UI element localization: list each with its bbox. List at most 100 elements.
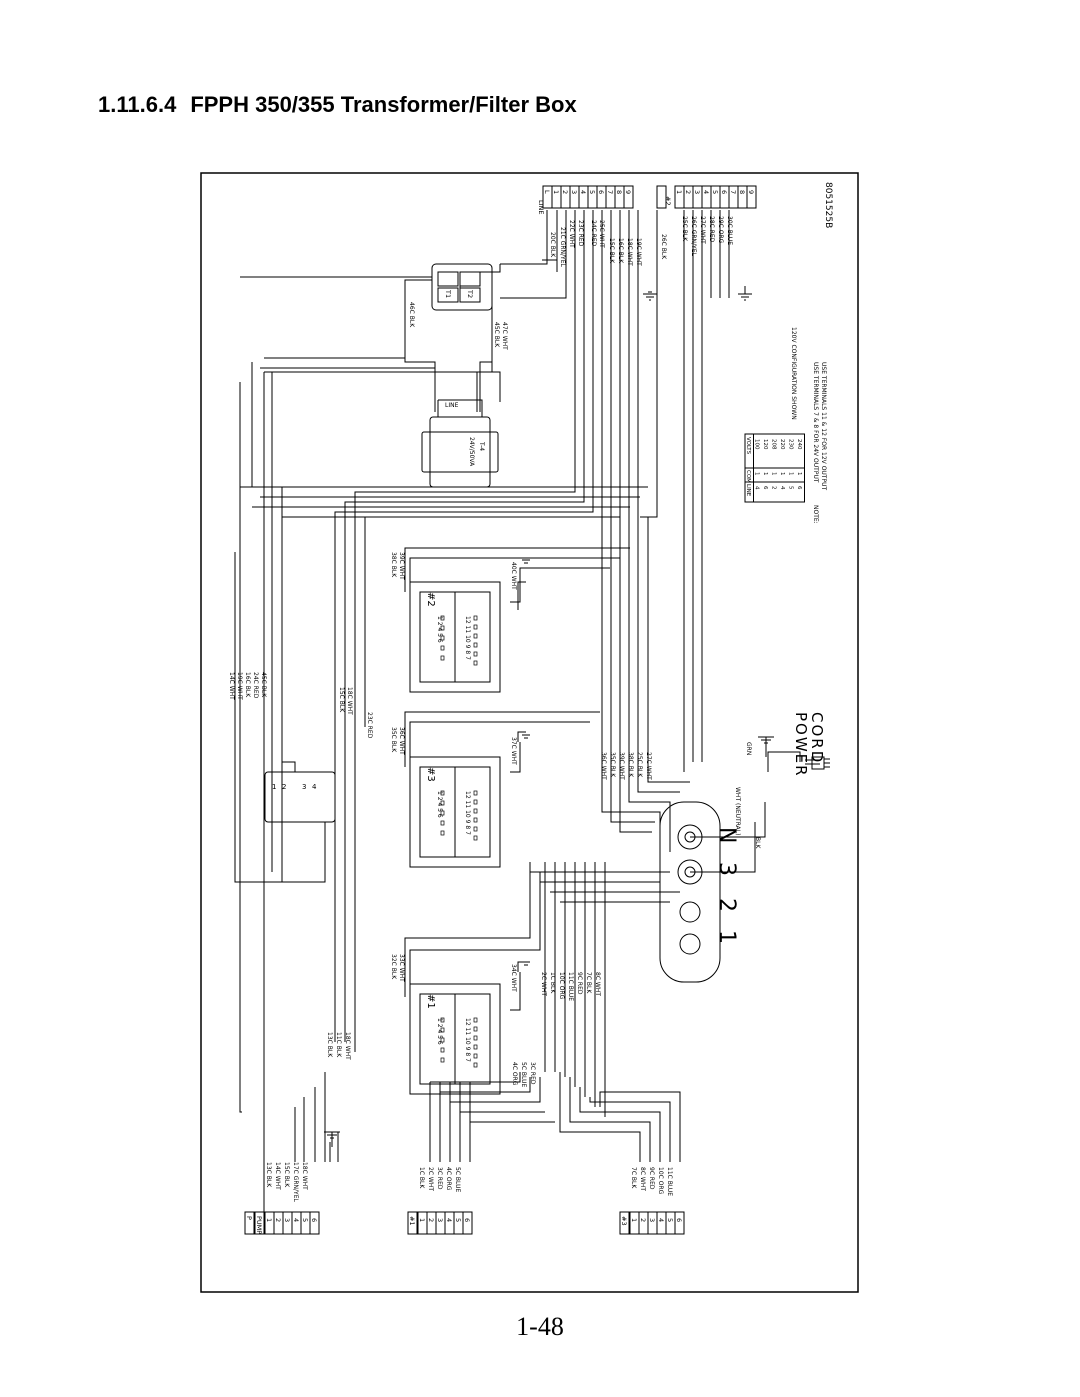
terminal-label: 4 bbox=[702, 190, 710, 194]
transformer-label: #3 bbox=[425, 767, 436, 782]
pin-mark bbox=[473, 624, 478, 630]
pin-mark bbox=[440, 820, 445, 826]
wire-label: 3C RED bbox=[436, 1167, 443, 1190]
table-cell: 2 bbox=[771, 486, 777, 490]
terminal-cell bbox=[453, 1211, 464, 1235]
wire-label: 8C WHT bbox=[594, 972, 601, 996]
wire-label: 9C RED bbox=[576, 972, 583, 995]
terminal-label: 2 bbox=[639, 1218, 647, 1222]
wiring-lines bbox=[234, 210, 830, 1222]
terminal-label: 3 bbox=[436, 1218, 444, 1222]
wire-label: 16C BLK bbox=[244, 672, 251, 698]
wire-label: 1C BLK bbox=[549, 972, 556, 994]
terminal-cell bbox=[244, 1211, 255, 1235]
wire-label: 1C BLK bbox=[418, 1167, 425, 1189]
mid-wire-labels-3: 36C WHT 35C BLK 39C WHT 38C BLK 25C BLK … bbox=[600, 752, 652, 780]
wire-label: 9C RED bbox=[648, 1167, 655, 1190]
terminal-cell bbox=[407, 1211, 418, 1235]
terminal-cell bbox=[264, 1211, 275, 1235]
pin-mark bbox=[440, 800, 445, 806]
wire-label: 20C BLK bbox=[549, 232, 556, 258]
table-cell: 4 bbox=[779, 486, 785, 490]
terminal-cell bbox=[273, 1211, 284, 1235]
pin-mark bbox=[473, 790, 478, 796]
wire-label: 18C WHT bbox=[344, 1032, 351, 1060]
block2-wire-labels: 26C BLK 25C BLK 26C GRN/YEL 27C WHT 28C … bbox=[660, 216, 733, 260]
note-line-1: USE TERMINALS 7 & 8 FOR 24V OUTPUT bbox=[812, 362, 819, 483]
block-label: #3 bbox=[620, 1216, 628, 1226]
wire-label: 11C BLK bbox=[335, 1032, 342, 1058]
filter-label-t1: T1 bbox=[444, 289, 452, 298]
pin-mark bbox=[473, 826, 478, 832]
power-cord: POWER CORD GRN WHT (NEUTRAL) BLK 1 2 3 N bbox=[714, 712, 826, 944]
terminal-cell bbox=[656, 185, 667, 209]
terminal-label: 5 bbox=[301, 1218, 309, 1222]
terminal-label: 9 bbox=[747, 190, 755, 194]
relay-pin: 1 bbox=[272, 783, 276, 791]
relay-pin: 2 bbox=[282, 783, 286, 791]
wire-label: 18C WHT bbox=[346, 687, 353, 715]
bottom-wire-labels-1: 4C ORG 5C BLUE 3C RED bbox=[511, 1062, 536, 1087]
terminal-label: 4 bbox=[579, 190, 587, 194]
wire-label: 25C BLK bbox=[636, 752, 643, 778]
table-cell: 220 bbox=[779, 439, 785, 450]
wire-label: 40C WHT bbox=[510, 562, 517, 590]
power-cord-label: CORD bbox=[808, 712, 826, 764]
terminal-label: 7 bbox=[606, 190, 614, 194]
table-cell: 1 bbox=[754, 472, 760, 476]
pin-numbers: 1 2 4 5 6 bbox=[436, 616, 443, 643]
wire-label: 45C BLK bbox=[493, 322, 500, 348]
wire-label: WHT (NEUTRAL) bbox=[734, 787, 741, 835]
note-label: NOTE: bbox=[812, 505, 819, 524]
terminal-label: 1 bbox=[675, 190, 683, 194]
table-cell: 1 bbox=[771, 472, 777, 476]
wire-label: 36C WHT bbox=[600, 752, 607, 780]
pump-p-cell: P bbox=[244, 1211, 255, 1235]
terminal-label: 9 bbox=[624, 190, 632, 194]
terminal-label: 3 bbox=[570, 190, 578, 194]
wire-label: 4C ORG bbox=[445, 1167, 452, 1191]
pump-relay: 1 2 3 4 bbox=[272, 783, 317, 791]
terminal-label: 6 bbox=[720, 190, 728, 194]
terminal-label: 6 bbox=[310, 1218, 318, 1222]
wire-label: 14C WHT bbox=[228, 672, 235, 700]
terminal-label: 2 bbox=[561, 190, 569, 194]
terminal-cell bbox=[417, 1211, 428, 1235]
terminal-label: 1 bbox=[552, 190, 560, 194]
voltage-table: VOLTSCOMLINE1001412016208122201423015240… bbox=[744, 433, 805, 503]
wire-label: 38C BLK bbox=[390, 552, 397, 578]
terminal-cell bbox=[656, 1211, 667, 1235]
wire-label: GRN bbox=[745, 742, 752, 755]
terminal-label: 5 bbox=[588, 190, 596, 194]
wire-label: 15C BLK bbox=[283, 1162, 290, 1188]
terminal-label: L bbox=[543, 190, 551, 194]
wire-label: 2C WHT bbox=[427, 1167, 434, 1191]
wire-label: 23C RED bbox=[366, 712, 373, 739]
terminal-label: 8 bbox=[738, 190, 746, 194]
wire-label: 22C WHT bbox=[568, 220, 575, 248]
wire-label: 38C BLK bbox=[627, 752, 634, 778]
terminal-cell bbox=[746, 185, 757, 209]
pin-mark bbox=[473, 1044, 478, 1050]
ground-symbol bbox=[522, 559, 530, 564]
terminal-label: 4 bbox=[445, 1218, 453, 1222]
table-header: LINE bbox=[745, 484, 751, 497]
terminal-label: 3 bbox=[283, 1218, 291, 1222]
pin-mark bbox=[473, 651, 478, 657]
wire-label: 47C WHT bbox=[501, 322, 508, 350]
wire-label: 5C BLUE bbox=[454, 1167, 461, 1192]
drawing-number: 8051525B bbox=[823, 182, 833, 228]
terminal-cell bbox=[254, 1211, 265, 1235]
page-number: 1-48 bbox=[516, 1312, 564, 1341]
terminal-cell bbox=[638, 1211, 649, 1235]
wire-label: 24C RED bbox=[252, 672, 259, 699]
